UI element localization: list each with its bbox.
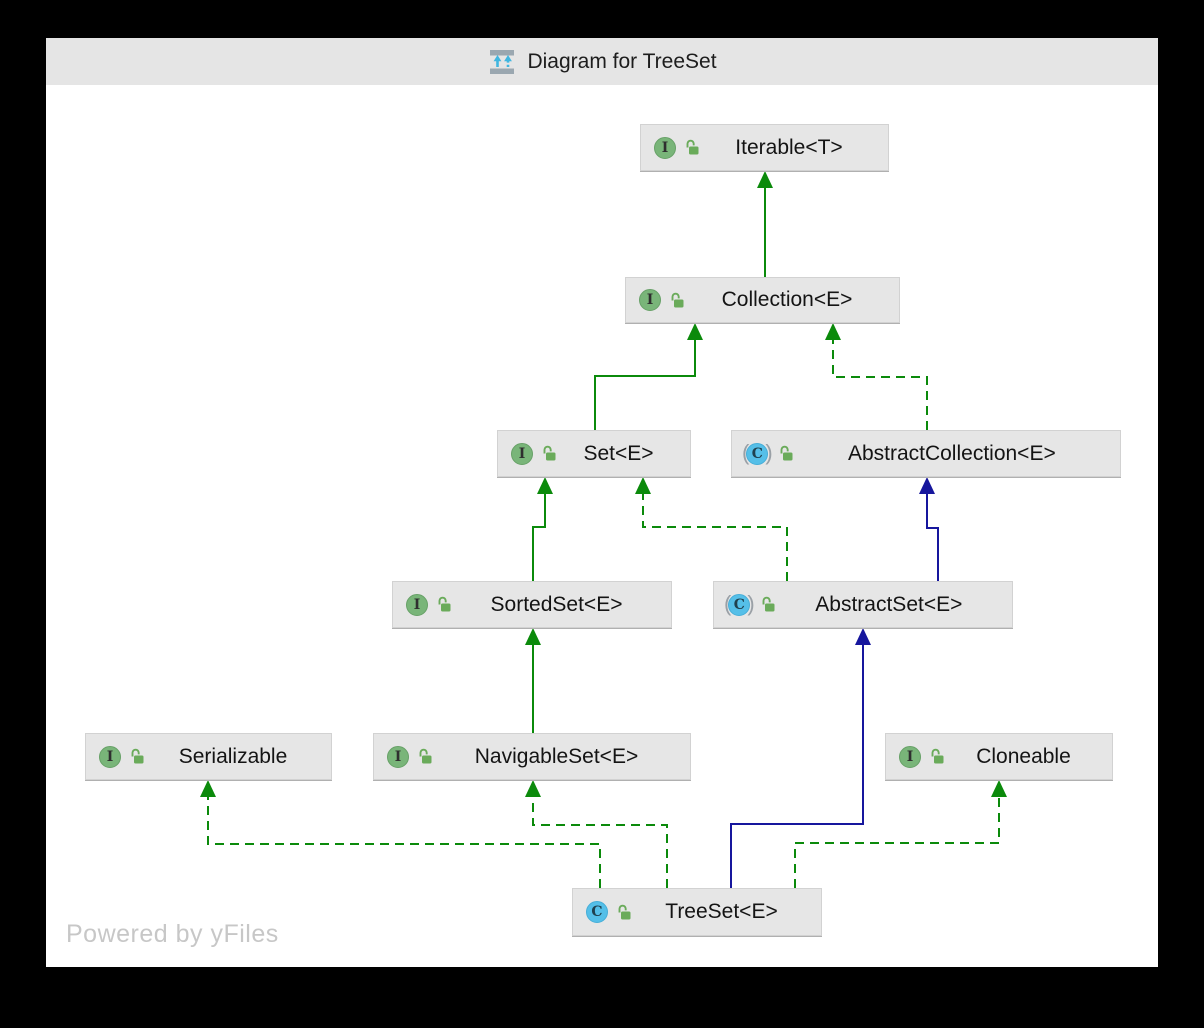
interface-icon: I — [511, 442, 533, 465]
edge-treeset-extends-abstractset — [730, 628, 871, 888]
open-lock-icon — [541, 445, 558, 462]
node-abstract-set[interactable]: ( C ) AbstractSet<E> — [713, 581, 1013, 628]
node-set[interactable]: I Set<E> — [497, 430, 691, 477]
edge-abstractset-implements-set — [635, 477, 788, 581]
edge-navigableset-extends-sortedset — [525, 628, 541, 733]
class-icon: C — [586, 901, 608, 923]
open-lock-icon — [760, 596, 777, 613]
diagram-titlebar: Diagram for TreeSet — [46, 38, 1158, 85]
node-abstract-collection[interactable]: ( C ) AbstractCollection<E> — [731, 430, 1121, 477]
interface-icon: I — [654, 136, 676, 159]
edge-treeset-implements-cloneable — [794, 780, 1007, 888]
abstract-class-icon: ( C ) — [742, 439, 773, 465]
node-label: Cloneable — [976, 744, 1071, 768]
open-lock-icon — [669, 292, 686, 309]
node-serializable[interactable]: I Serializable — [85, 733, 332, 780]
node-label: Set<E> — [583, 441, 654, 465]
diagram-window: Diagram for TreeSet — [46, 38, 1158, 967]
interface-icon: I — [406, 593, 428, 616]
node-treeset[interactable]: C TreeSet<E> — [572, 888, 822, 936]
open-lock-icon — [684, 139, 701, 156]
node-label: Iterable<T> — [735, 135, 843, 159]
interface-icon: I — [639, 289, 661, 311]
abstract-class-icon: ( C ) — [724, 590, 755, 616]
edge-abstractset-extends-abstractcollection — [919, 477, 939, 581]
yfiles-watermark: Powered by yFiles — [66, 920, 279, 948]
node-label: Collection<E> — [721, 288, 853, 311]
node-sorted-set[interactable]: I SortedSet<E> — [392, 581, 672, 628]
edge-sortedset-extends-set — [532, 477, 553, 581]
node-label: NavigableSet<E> — [474, 744, 639, 768]
interface-icon: I — [99, 745, 121, 768]
node-navigable-set[interactable]: I NavigableSet<E> — [373, 733, 691, 780]
edge-set-extends-collection — [594, 323, 703, 430]
open-lock-icon — [778, 445, 795, 462]
node-label: AbstractSet<E> — [815, 592, 963, 616]
open-lock-icon — [417, 748, 434, 765]
diagram-icon — [487, 47, 517, 77]
edge-treeset-implements-navigableset — [525, 780, 668, 888]
node-label: Serializable — [178, 744, 288, 768]
node-label: AbstractCollection<E> — [847, 441, 1056, 465]
edges-layer — [200, 171, 1007, 888]
node-cloneable[interactable]: I Cloneable — [885, 733, 1113, 780]
window-title: Diagram for TreeSet — [527, 49, 717, 73]
open-lock-icon — [929, 748, 946, 765]
open-lock-icon — [129, 748, 146, 765]
interface-icon: I — [899, 745, 921, 768]
node-label: TreeSet<E> — [665, 900, 778, 923]
node-label: SortedSet<E> — [490, 592, 623, 616]
edge-abstractcollection-implements-collection — [825, 323, 928, 430]
edge-collection-extends-iterable — [757, 171, 773, 277]
node-collection[interactable]: I Collection<E> — [625, 277, 900, 323]
open-lock-icon — [436, 596, 453, 613]
edge-treeset-implements-serializable — [200, 780, 601, 888]
node-iterable[interactable]: I Iterable<T> — [640, 124, 889, 171]
interface-icon: I — [387, 745, 409, 768]
open-lock-icon — [616, 904, 633, 921]
